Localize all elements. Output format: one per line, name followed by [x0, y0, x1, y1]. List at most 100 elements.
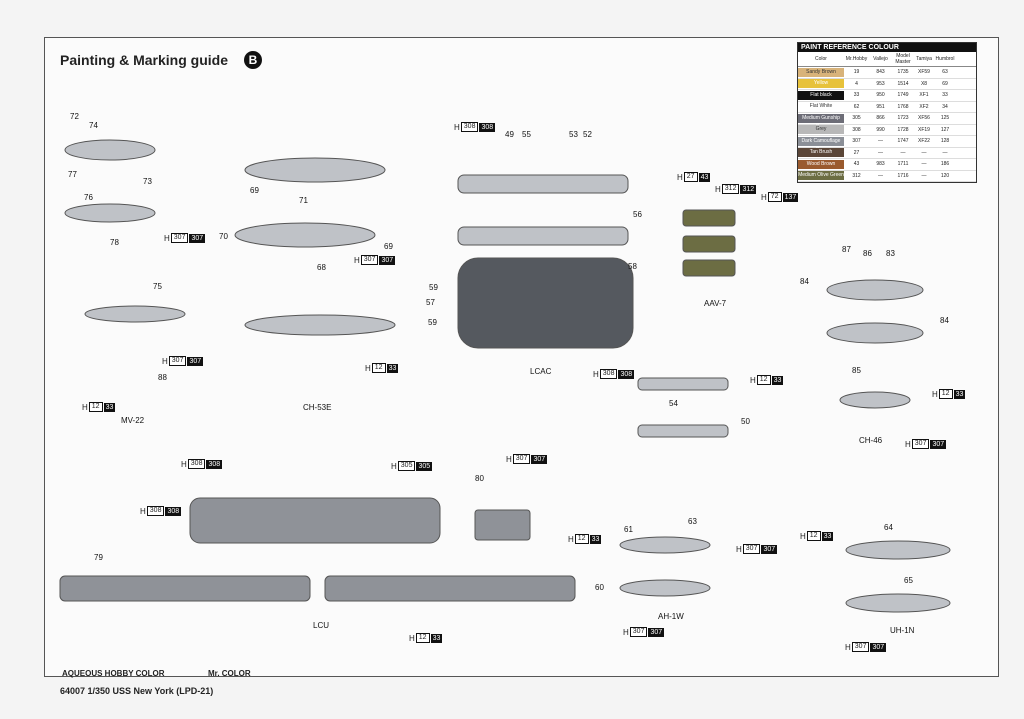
hobby-prefix: H	[506, 454, 512, 464]
tamiya-code: XF1	[919, 92, 929, 99]
paint-reference-table: PAINT REFERENCE COLOUR Color Mr.Hobby Va…	[797, 42, 977, 183]
hobby-prefix: H	[568, 534, 574, 544]
paint-swatch: Flat White	[798, 102, 844, 112]
uh1n-bottom	[845, 593, 951, 613]
tamiya-code: XF59	[918, 69, 930, 76]
callout-number: 83	[886, 249, 895, 258]
tamiya-code: XF2	[919, 103, 929, 110]
mr-color-code: 33	[430, 633, 443, 643]
column-vallejo: Vallejo	[873, 56, 888, 62]
column-color: Color	[815, 56, 827, 62]
callout-number: 63	[688, 517, 697, 526]
hobby-code: 307	[742, 544, 761, 554]
ch53-side-bottom	[234, 222, 376, 248]
vallejo-code: 953	[876, 80, 885, 87]
ch53-top-view	[244, 314, 396, 336]
hobby-code: 12	[371, 363, 386, 373]
mr-hobby-code: 33	[853, 92, 860, 99]
hobby-prefix: H	[391, 461, 397, 471]
paint-row: Wood Brown 43 983 1711 — 186	[798, 159, 976, 171]
model-master-code: 1728	[897, 126, 909, 133]
callout-number: 53	[569, 130, 578, 139]
model-master-code: 1723	[897, 115, 909, 122]
model-master-code: 1749	[897, 92, 909, 99]
column-model-master: Model Master	[895, 53, 911, 65]
lcu-label: LCU	[313, 621, 330, 630]
callout-number: 72	[70, 112, 79, 121]
hobby-prefix: H	[365, 363, 371, 373]
paint-row: Sandy Brown 19 843 1735 XF59 63	[798, 67, 976, 79]
humbrol-code: —	[942, 149, 948, 156]
aav7-side-middle	[682, 235, 736, 253]
tamiya-code: —	[921, 149, 927, 156]
mv22-label: MV-22	[121, 416, 145, 425]
callout-number: 77	[68, 170, 77, 179]
callout-number: 86	[863, 249, 872, 258]
hobby-code: 307	[170, 233, 189, 243]
mr-hobby-code: 305	[852, 115, 861, 122]
ch53-side-top	[244, 157, 386, 183]
mr-color-code: 307	[870, 642, 887, 652]
model-master-code: 1735	[897, 69, 909, 76]
hobby-code: 12	[806, 531, 821, 541]
callout-number: 54	[669, 399, 678, 408]
column-mr-hobby: Mr.Hobby	[845, 56, 868, 62]
mv22-top-view	[84, 305, 186, 323]
hobby-prefix: H	[454, 122, 460, 132]
mr-color-code: 308	[165, 506, 182, 516]
hobby-prefix: H	[905, 439, 911, 449]
tamiya-code: —	[921, 161, 927, 168]
ah1w-label: AH-1W	[658, 612, 684, 621]
tamiya-code: X8	[920, 80, 928, 87]
ah1w-bottom	[619, 579, 711, 597]
hobby-prefix: H	[845, 642, 851, 652]
paint-swatch: Medium Olive Green	[798, 171, 844, 181]
humbrol-code: 186	[940, 161, 950, 168]
mr-color-code: 307	[761, 544, 778, 554]
ch46-side-top	[826, 279, 924, 301]
callout-number: 88	[158, 373, 167, 382]
callout-number: 70	[219, 232, 228, 241]
mr-hobby-code: 19	[853, 69, 860, 76]
callout-number: 68	[317, 263, 326, 272]
hobby-code: 308	[599, 369, 618, 379]
lcu-top-view	[189, 497, 441, 544]
humbrol-code: 33	[942, 92, 948, 99]
section-marker: B	[244, 51, 262, 69]
hobby-code: 305	[397, 461, 416, 471]
hobby-prefix: H	[181, 459, 187, 469]
callout-number: 85	[852, 366, 861, 375]
paint-swatch: Sandy Brown	[798, 67, 844, 77]
mr-color-code: 33	[386, 363, 399, 373]
lcac-side-top	[457, 174, 629, 194]
mr-color-code: 308	[479, 122, 496, 132]
hobby-prefix: H	[677, 172, 683, 182]
callout-number: 76	[84, 193, 93, 202]
model-master-code: 1711	[897, 161, 909, 168]
paint-row: Grey 308 990 1728 XF19 127	[798, 125, 976, 136]
lcac-front-view	[637, 377, 729, 391]
tamiya-code: XF22	[918, 138, 930, 145]
callout-number: 59	[428, 318, 437, 327]
mr-color-code: 33	[953, 389, 966, 399]
callout-number: 71	[299, 196, 308, 205]
column-humbrol: Humbrol	[935, 56, 955, 62]
paint-row: Medium Olive Green 312 — 1716 — 120	[798, 171, 976, 182]
mr-color-code: 33	[771, 375, 784, 385]
hobby-prefix: H	[162, 356, 168, 366]
paint-swatch: Yellow	[798, 79, 844, 89]
lcu-side-left	[59, 575, 311, 602]
hobby-prefix: H	[82, 402, 88, 412]
